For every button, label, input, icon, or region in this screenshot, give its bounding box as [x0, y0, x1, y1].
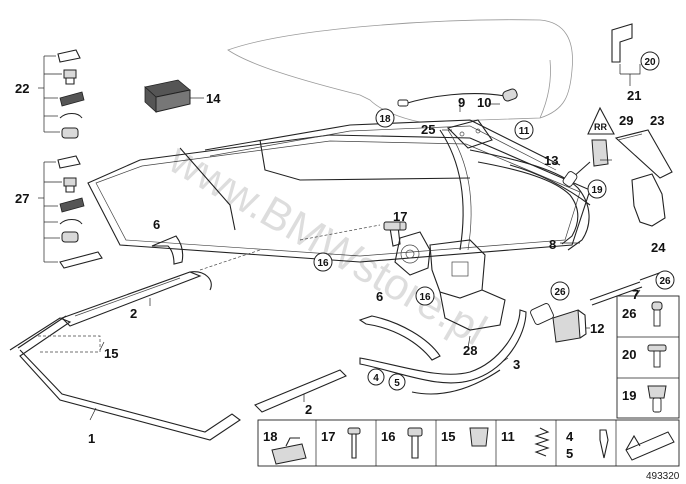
- legend-19: 19: [622, 388, 636, 403]
- label-23: 23: [650, 113, 664, 128]
- label-15: 15: [104, 346, 118, 361]
- label-24: 24: [651, 240, 666, 255]
- screw-17: [383, 221, 407, 247]
- pin-10: [502, 88, 518, 102]
- svg-text:4: 4: [373, 373, 379, 384]
- legend-right: [616, 295, 680, 419]
- cable-9: [397, 93, 506, 107]
- svg-text:16: 16: [419, 292, 431, 303]
- label-25: 25: [421, 122, 435, 137]
- circle-label-26-center: 26: [550, 281, 570, 301]
- legend-bottom-labels: 18 17 16 15 11 4 5: [263, 429, 574, 461]
- legend-15: 15: [441, 429, 455, 444]
- strip-23: [614, 129, 673, 179]
- part-labels: 1 2 2 3 6 6 7 8 9 10 12 13 14 15 17 21 2…: [15, 81, 666, 446]
- soft-top-outline: [227, 19, 573, 123]
- circle-label-26-right: 26: [655, 270, 675, 290]
- legend-bottom: [257, 419, 680, 467]
- circled-labels: 4 5 11 16 16 18 19 20 26 26: [313, 51, 675, 391]
- block-14: [144, 79, 191, 113]
- seal-6-upper: [151, 235, 184, 265]
- label-22: 22: [15, 81, 29, 96]
- svg-text:18: 18: [379, 114, 391, 125]
- label-1: 1: [88, 431, 95, 446]
- clip-13: [562, 139, 609, 187]
- circle-label-11: 11: [514, 120, 534, 140]
- svg-text:19: 19: [591, 185, 603, 196]
- label-6-upper: 6: [153, 217, 160, 232]
- label-8: 8: [549, 237, 556, 252]
- fasteners-27: [38, 155, 103, 269]
- gas-strut-7: [530, 271, 663, 325]
- circle-label-18: 18: [375, 108, 395, 128]
- label-13: 13: [544, 153, 558, 168]
- svg-text:26: 26: [554, 287, 566, 298]
- seal-2-upper: [60, 271, 212, 327]
- seal-1: [9, 315, 241, 441]
- svg-text:26: 26: [659, 276, 671, 287]
- bushing-12: [552, 309, 587, 343]
- leader-lines: [89, 64, 641, 421]
- label-29: 29: [619, 113, 633, 128]
- svg-text:16: 16: [317, 258, 329, 269]
- legend-20: 20: [622, 347, 636, 362]
- legend-26: 26: [622, 306, 636, 321]
- watermark: www.BMWstore.pl: [160, 134, 494, 355]
- circle-label-5: 5: [388, 373, 406, 391]
- label-17: 17: [393, 209, 407, 224]
- label-10: 10: [477, 95, 491, 110]
- label-27: 27: [15, 191, 29, 206]
- svg-text:20: 20: [644, 57, 656, 68]
- plate-25: [446, 119, 493, 149]
- legend-4: 4: [566, 429, 574, 444]
- dashed-guides: [38, 224, 381, 353]
- circle-label-4: 4: [367, 368, 385, 386]
- label-2-lower: 2: [305, 402, 312, 417]
- top-frame: [87, 119, 591, 263]
- fasteners-22: [38, 49, 85, 139]
- label-21: 21: [627, 88, 641, 103]
- warning-triangle-29: RR: [587, 106, 615, 135]
- label-28: 28: [463, 343, 477, 358]
- seal-6-lower: [358, 315, 441, 361]
- main-bracket: [394, 231, 506, 331]
- svg-text:RR: RR: [594, 122, 607, 132]
- label-6-lower: 6: [376, 289, 383, 304]
- legend-right-labels: 26 20 19: [622, 306, 636, 403]
- label-7: 7: [632, 287, 639, 302]
- document-number: 493320: [646, 471, 680, 482]
- label-12: 12: [590, 321, 604, 336]
- circle-label-16-center: 16: [415, 286, 435, 306]
- bracket-21: [611, 23, 633, 63]
- seal-2-lower: [254, 369, 347, 413]
- legend-5: 5: [566, 446, 573, 461]
- svg-text:5: 5: [394, 378, 400, 389]
- label-3: 3: [513, 357, 520, 372]
- label-2-upper: 2: [130, 306, 137, 321]
- legend-18: 18: [263, 429, 277, 444]
- panel-24: [631, 173, 666, 227]
- seal-3: [359, 309, 527, 395]
- legend-16: 16: [381, 429, 395, 444]
- circle-label-19: 19: [587, 179, 607, 199]
- label-9: 9: [458, 95, 465, 110]
- circle-label-20: 20: [640, 51, 660, 71]
- legend-17: 17: [321, 429, 335, 444]
- label-14: 14: [206, 91, 221, 106]
- circle-label-16-left: 16: [313, 252, 333, 272]
- legend-11: 11: [501, 429, 515, 444]
- svg-text:11: 11: [519, 126, 530, 137]
